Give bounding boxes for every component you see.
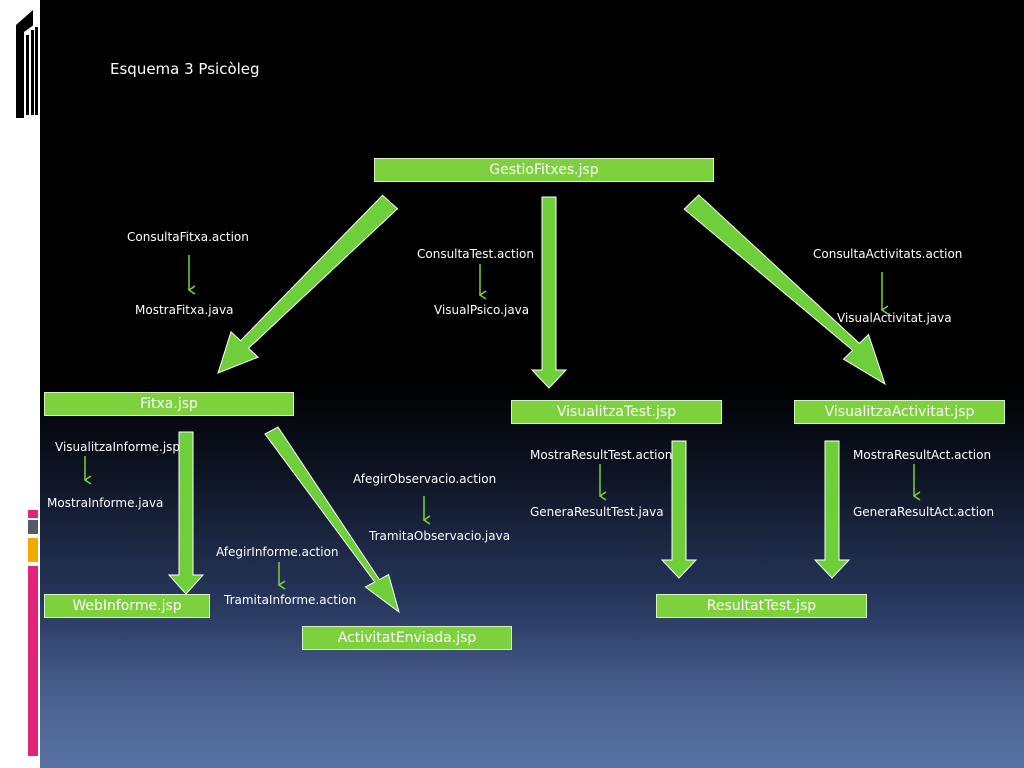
activitatenviada-box: ActivitatEnviada.jsp: [302, 626, 512, 650]
label-mostraresulttest: MostraResultTest.action: [530, 448, 673, 462]
window-logo-icon: [16, 10, 38, 118]
label-mostraresultact: MostraResultAct.action: [853, 448, 992, 462]
accent-gray: [28, 520, 38, 534]
label-generaresulttest: GeneraResultTest.java: [530, 505, 664, 519]
arrow-gestio-to-visualitzatest: [530, 196, 568, 389]
label-tramitaobservacio: TramitaObservacio.java: [369, 529, 511, 543]
fitxa-box: Fitxa.jsp: [44, 392, 294, 416]
label-consultafitxa: ConsultaFitxa.action: [127, 230, 249, 244]
label-tramitainforme: TramitaInforme.action: [224, 593, 357, 607]
visualitzaactivitat-box: VisualitzaActivitat.jsp: [794, 400, 1005, 424]
label-mostrafitxa: MostraFitxa.java: [135, 303, 234, 317]
arrow-visualitzatest-to-resultattest: [660, 440, 698, 579]
arrow-gestio-to-visualitzaactivitat: [683, 194, 886, 386]
arrow-fitxa-to-activitatenviada: [264, 426, 400, 614]
label-generaresultact: GeneraResultAct.action: [853, 505, 995, 519]
accent-pink-small: [28, 510, 38, 518]
gestiofitxes-box: GestioFitxes.jsp: [374, 158, 714, 182]
label-mostrainforme: MostraInforme.java: [47, 496, 164, 510]
accent-orange: [28, 538, 38, 562]
label-visualitzainforme: VisualitzaInforme.jsp: [55, 440, 181, 454]
slide-title: Esquema 3 Psicòleg: [110, 60, 260, 78]
label-consultatest: ConsultaTest.action: [417, 247, 534, 261]
label-consultaactivitats: ConsultaActivitats.action: [813, 247, 963, 261]
label-afegirinforme: AfegirInforme.action: [216, 545, 339, 559]
arrow-fitxa-to-webinforme: [167, 431, 205, 595]
label-visualpsico: VisualPsico.java: [434, 303, 530, 317]
visualitzatest-box: VisualitzaTest.jsp: [511, 400, 722, 424]
arrow-visualitzaactivitat-to-resultattest: [813, 440, 851, 579]
resultattest-box: ResultatTest.jsp: [656, 594, 867, 618]
webinforme-box: WebInforme.jsp: [44, 594, 210, 618]
accent-pink-long: [28, 566, 38, 756]
arrow-gestio-to-fitxa: [217, 194, 399, 374]
label-visualactivitat: VisualActivitat.java: [837, 311, 952, 325]
label-afegirobservacio: AfegirObservacio.action: [353, 472, 497, 486]
